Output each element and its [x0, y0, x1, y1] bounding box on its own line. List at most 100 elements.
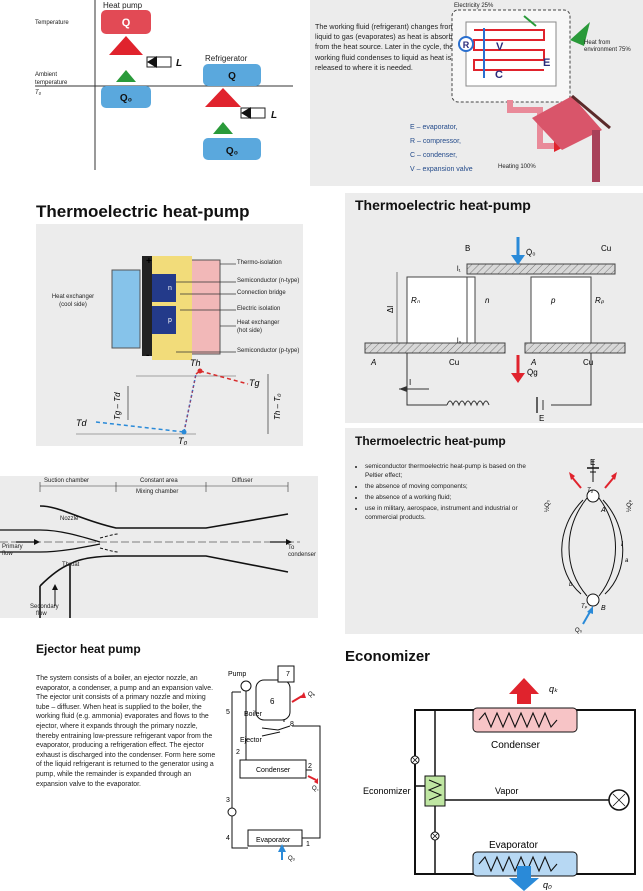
eco-economizer: Economizer	[363, 786, 411, 796]
peltier-q0: Q₀	[575, 628, 583, 634]
ejsys-pump: Pump	[228, 671, 246, 678]
suction-chamber-label: Suction chamber	[44, 478, 90, 484]
ejector-system-diagram: Pump Boiler 6 7 8 Ejector Condenser Evap…	[226, 665, 321, 862]
heat-from-label: Heat from environment 75%	[584, 40, 631, 53]
thermoelectric-diagram-1: n p + - Th Tg Td T₀ Tg – Td Th – T₀	[76, 256, 282, 446]
te-title-1: Thermoelectric heat-pump	[36, 202, 250, 221]
rf-q0-label: Q₀	[226, 146, 238, 157]
refrigerator-title: Refrigerator	[205, 54, 248, 63]
te2-l1: l₁	[457, 266, 462, 273]
hp-q-label: Q	[122, 17, 131, 29]
constant-area-label: Constant area	[140, 478, 178, 484]
ejsys-4: 4	[226, 835, 230, 842]
panel-heat-pump-house: The working fluid (refrigerant) changes …	[310, 0, 643, 186]
legend-r: R – compressor,	[410, 138, 461, 145]
heat-pump-title: Heat pump	[103, 1, 143, 10]
ejsys-8: 8	[290, 721, 294, 728]
te2-q0: Q̇₀	[526, 248, 536, 257]
rf-q-label: Q	[228, 71, 236, 82]
te-title-3: Thermoelectric heat-pump	[355, 434, 506, 448]
secondary-flow-1: Secondary	[30, 604, 59, 610]
te1-minus: -	[146, 350, 149, 361]
ejector-nozzle-diagram	[0, 482, 300, 618]
te-bullet-3: the absence of a working fluid;	[365, 493, 545, 502]
panel-ejector-nozzle: Suction chamber Constant area Mixing cha…	[0, 476, 318, 618]
peltier-b-lower: b	[569, 582, 573, 588]
hx-cool-2: (cool side)	[59, 302, 87, 308]
ejsys-3: 3	[226, 797, 230, 804]
temperature-label: Temperature	[35, 20, 69, 26]
peltier-qright: ½Qₚ	[626, 499, 633, 512]
te2-dl: Δl	[386, 306, 395, 313]
te1-th-t0: Th – T₀	[273, 393, 282, 420]
ejsys-2: 2	[236, 749, 240, 756]
peltier-b: B	[601, 605, 606, 612]
primary-flow-1: Primary	[2, 544, 23, 550]
eco-evaporator: Evaporator	[489, 840, 539, 851]
te2-b: B	[465, 244, 470, 253]
peltier-a-lower: a	[625, 558, 629, 564]
panel-heat-pump-refrigerator: Q Q₀ L Q L Q₀ Heat pump Refrigerator Tem…	[35, 0, 293, 170]
secondary-flow-2: flow	[36, 611, 47, 617]
te1-th: Th	[190, 358, 201, 368]
economizer-diagram: qₖ q₀ Condenser Evaporator Economizer Va…	[363, 678, 636, 891]
legend-e: E – evaporator,	[410, 124, 458, 131]
ejsys-1: 1	[306, 841, 310, 848]
electricity-label: Electricity 25%	[454, 3, 494, 9]
ejsys-6: 6	[270, 697, 275, 706]
letter-r: R	[463, 40, 470, 50]
eco-condenser: Condenser	[491, 740, 541, 751]
nozzle-label: Nozzle	[60, 516, 79, 522]
legend-c: C – condenser,	[410, 152, 458, 159]
working-fluid-text: The working fluid (refrigerant) changes …	[315, 22, 461, 72]
te1-td: Td	[76, 418, 87, 428]
label-hx-hot: Heat exchanger	[237, 320, 280, 326]
te-bullet-2: the absence of moving components;	[365, 482, 545, 491]
ejsys-2b: 2	[308, 763, 312, 770]
heating-label: Heating 100%	[498, 164, 536, 170]
panel-thermoelectric-1: n p + - Th Tg Td T₀ Tg – Td Th – T₀ Heat…	[36, 224, 303, 446]
hx-cool-1: Heat exchanger	[51, 294, 95, 300]
ejsys-boiler: Boiler	[244, 711, 263, 718]
te2-e: E	[539, 414, 544, 423]
te2-cu3: Cu	[583, 358, 593, 367]
thermoelectric-diagram-2: B Cu Q̇₀ l₁ l₀ Δl Rₙ n p Rₚ A Cu A Cu Q̇…	[364, 237, 626, 423]
heat-pump-diagram: Q Q₀ L Q L Q₀	[35, 0, 293, 170]
ejsys-qc: Q꜀	[312, 786, 319, 792]
te2-l0: l₀	[457, 338, 462, 345]
diffuser-label: Diffuser	[232, 478, 253, 484]
te-bullet-4: use in military, aerospace, instrument a…	[365, 504, 545, 522]
te2-rn: Rₙ	[411, 296, 421, 305]
hp-l-label: L	[176, 58, 182, 69]
panel-economizer: Economizer qₖ q₀ Condenser Evaporator Ec…	[343, 640, 643, 891]
te1-n: n	[168, 285, 172, 292]
ejector-text: The system consists of a boiler, an ejec…	[36, 675, 216, 788]
label-connection-bridge: Connection bridge	[237, 290, 286, 296]
label-hot-side: (hot side)	[237, 328, 263, 334]
ejector-title: Ejector heat pump	[36, 642, 141, 656]
te1-t0: T₀	[178, 436, 187, 446]
letter-c: C	[495, 69, 503, 81]
eco-vapor: Vapor	[495, 786, 518, 796]
ambient-label-1: Ambient	[35, 72, 58, 78]
panel-thermoelectric-2: Thermoelectric heat-pump B Cu Q̇₀ l₁ l₀ …	[345, 193, 643, 423]
ejsys-qh: Qₕ	[308, 692, 316, 698]
peltier-a: A	[600, 507, 606, 514]
throat-label: Throat	[62, 562, 80, 568]
label-thermo-isolation: Thermo-isolation	[237, 260, 282, 266]
rf-l-label: L	[271, 110, 277, 121]
te-bullet-1: semiconductor thermoelectric heat-pump i…	[365, 462, 545, 480]
te2-i: I	[409, 378, 411, 387]
hp-q0-label: Q₀	[120, 93, 132, 104]
panel-ejector-heat-pump: Ejector heat pump The system consists of…	[0, 634, 330, 891]
te2-rp: Rₚ	[595, 296, 605, 305]
te2-qg: Q̇g	[527, 368, 538, 377]
economizer-title: Economizer	[345, 648, 431, 665]
ejsys-condenser: Condenser	[256, 767, 291, 774]
panel-thermoelectric-3: Thermoelectric heat-pump semiconductor t…	[345, 428, 643, 634]
label-semiconductor-n: Semiconductor (n-type)	[237, 278, 300, 284]
ejsys-ejector: Ejector	[240, 737, 262, 744]
to-condenser-label: To condenser	[288, 545, 317, 558]
ejsys-qo: Qₒ	[288, 856, 296, 862]
eco-qk: qₖ	[549, 684, 558, 694]
